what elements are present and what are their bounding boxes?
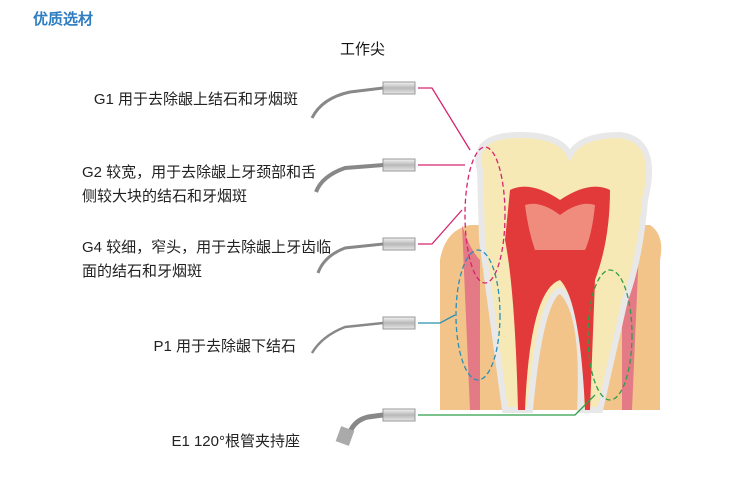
tooth-illustration (440, 131, 662, 413)
tip-label-g2: G2 较宽，用于去除龈上牙颈部和舌侧较大块的结石和牙烟斑 (82, 161, 316, 209)
highlight-ellipse-blue (455, 249, 501, 381)
tip-label-g1: G1 用于去除龈上结石和牙烟斑 (93, 91, 298, 108)
tip-label-g2-line1: G2 较宽，用于去除龈上牙颈部和舌 (82, 164, 317, 181)
tip-g1-image (310, 81, 416, 119)
highlight-ellipse-pink (464, 146, 506, 284)
tip-label-g4-line2: 面的结石和牙烟斑 (82, 263, 203, 280)
section-title: 优质选材 (33, 10, 94, 28)
connector-g4 (418, 209, 463, 245)
tip-label-g2-line2: 侧较大块的结石和牙烟斑 (82, 188, 248, 205)
tip-g4-image (316, 237, 416, 274)
connector-e1 (418, 394, 596, 416)
tip-e1-image (335, 408, 416, 446)
connector-g1 (418, 87, 471, 151)
tip-label-p1: P1 用于去除龈下结石 (153, 338, 296, 355)
tip-p1-image (310, 316, 416, 354)
tip-g2-image (314, 158, 416, 193)
tip-label-g4-line1: G4 较细，窄头，用于去除龈上牙齿临 (82, 239, 332, 256)
tip-label-e1: E1 120°根管夹持座 (171, 433, 300, 450)
tip-label-g4: G4 较细，窄头，用于去除龈上牙齿临面的结石和牙烟斑 (82, 236, 331, 284)
connector-p1 (418, 314, 456, 324)
highlight-ellipse-green (587, 269, 633, 401)
working-tip-heading: 工作尖 (340, 41, 386, 58)
